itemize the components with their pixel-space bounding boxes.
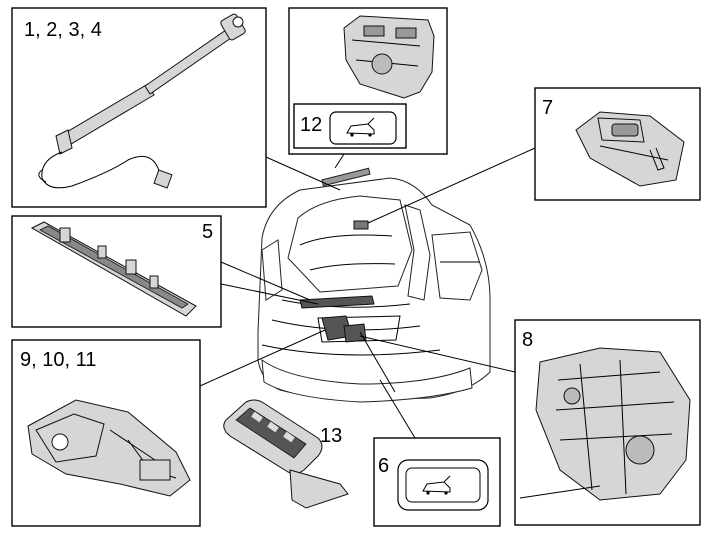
motor-callout: 8	[522, 329, 533, 351]
button-panel: 6	[373, 437, 501, 527]
sensor-callout: 7	[542, 97, 553, 119]
button-callout: 6	[378, 455, 389, 477]
motor-illustration	[519, 347, 691, 501]
key-fob-group: 13	[223, 399, 349, 509]
sensor-panel: 7	[534, 87, 701, 201]
sensor-illustration	[575, 111, 685, 187]
leader-lines	[199, 85, 536, 439]
lock-panel: 9, 10, 11	[11, 339, 201, 527]
key-fob-illustration	[223, 399, 349, 509]
light-bar-panel: 5	[11, 215, 222, 328]
switch-panel: 12	[288, 7, 448, 155]
car-open-icon	[422, 475, 451, 495]
car-rear-view	[257, 167, 491, 403]
gas-strut-illustration	[38, 13, 246, 189]
light-bar-illustration	[30, 221, 197, 317]
switch-callout: 12	[300, 114, 322, 136]
motor-panel: 8	[514, 319, 701, 526]
switch-module-illustration	[343, 15, 435, 99]
light-bar-callout: 5	[202, 221, 213, 243]
car-open-icon	[346, 117, 375, 137]
strut-panel: 1, 2, 3, 4	[11, 7, 267, 208]
tailgate-button-illustration	[329, 111, 397, 145]
lock-callout: 9, 10, 11	[20, 349, 96, 371]
lock-illustration	[27, 399, 191, 497]
key-fob-callout: 13	[320, 425, 342, 447]
strut-callout: 1, 2, 3, 4	[24, 19, 102, 41]
